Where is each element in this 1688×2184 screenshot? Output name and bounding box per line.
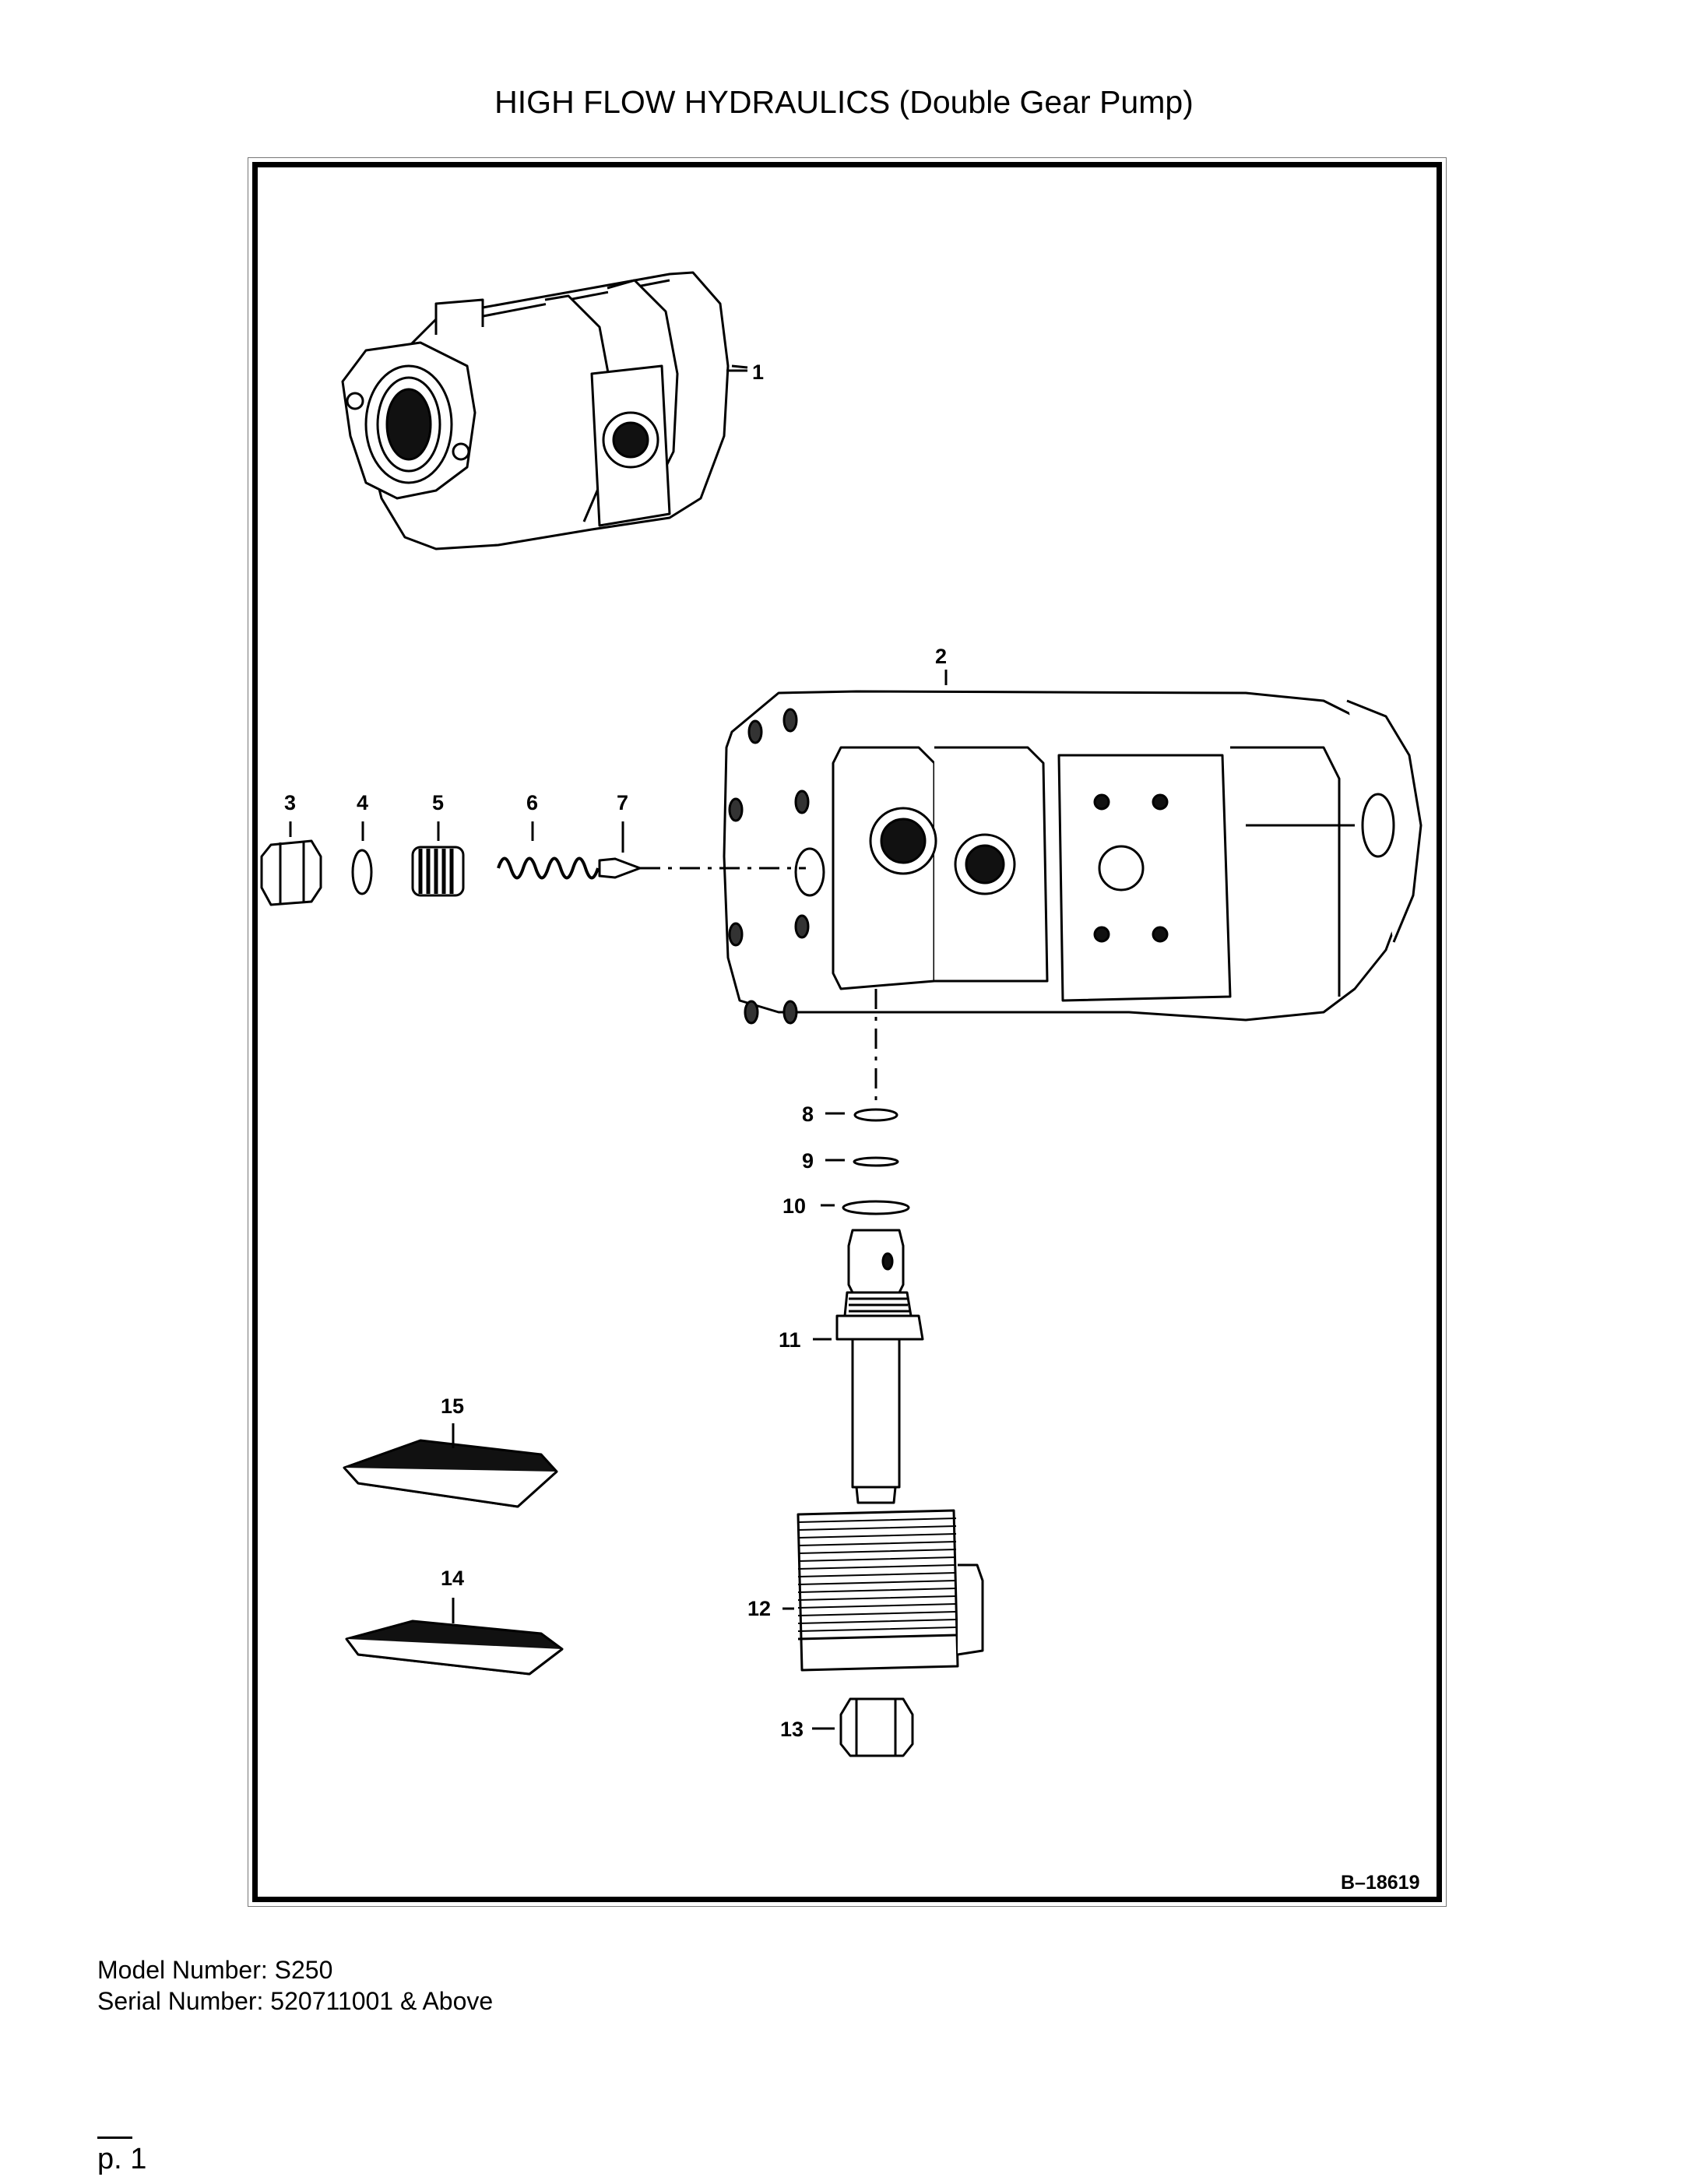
- callout-7: 7: [617, 791, 628, 814]
- part-12-coil: [797, 1509, 984, 1672]
- callout-12: 12: [747, 1597, 771, 1620]
- part-9-ring: [853, 1156, 899, 1167]
- callout-3: 3: [284, 791, 296, 814]
- drawing-code: B–18619: [1341, 1872, 1420, 1894]
- page-divider: [97, 2137, 132, 2139]
- part-10-ring: [842, 1200, 910, 1215]
- diagram-frame: [252, 162, 1442, 1902]
- part-4-o-ring: [351, 849, 373, 895]
- part-8-ring: [853, 1108, 899, 1122]
- callout-4: 4: [357, 791, 368, 814]
- callout-6: 6: [526, 791, 538, 814]
- model-number: Model Number: S250: [97, 1956, 333, 1984]
- part-15-decal: [343, 1439, 558, 1508]
- callout-11: 11: [779, 1328, 801, 1352]
- callout-2: 2: [935, 645, 947, 668]
- part-5-insert: [411, 846, 465, 897]
- callout-10: 10: [782, 1194, 806, 1218]
- callout-1: 1: [752, 360, 764, 384]
- part-14-decal: [345, 1620, 564, 1676]
- part-7-poppet: [598, 857, 642, 879]
- part-2-double-gear-pump: [723, 690, 1422, 1025]
- page-title: HIGH FLOW HYDRAULICS (Double Gear Pump): [494, 84, 1194, 120]
- callout-5: 5: [432, 791, 444, 814]
- callout-14: 14: [441, 1567, 464, 1590]
- callout-13: 13: [780, 1718, 804, 1741]
- callout-8: 8: [802, 1103, 814, 1126]
- diagram-frame-outer: [248, 157, 1447, 1907]
- serial-number: Serial Number: 520711001 & Above: [97, 1987, 494, 2015]
- part-6-spring: [497, 856, 600, 880]
- callout-9: 9: [802, 1149, 814, 1173]
- callout-15: 15: [441, 1394, 464, 1418]
- part-13-nut: [839, 1697, 914, 1757]
- part-1-single-gear-pump: [341, 271, 748, 550]
- part-11-cartridge-valve: [835, 1229, 924, 1504]
- part-3-plug: [260, 839, 322, 906]
- page-number: p. 1: [97, 2143, 147, 2175]
